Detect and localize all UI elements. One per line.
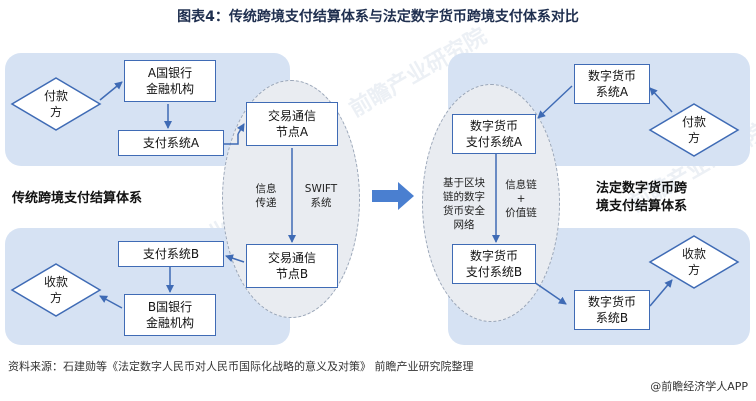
dc-payment-system-b-box: 数字货币 支付系统B <box>452 244 536 284</box>
dc-system-b-bottom-box: 数字货币 系统B <box>574 290 650 330</box>
dc-payment-system-a-box: 数字货币 支付系统A <box>452 114 536 154</box>
info-transfer-label: 信息 传递 <box>255 183 277 209</box>
left-payer-diamond <box>10 77 102 131</box>
transition-arrow <box>372 182 414 210</box>
source-note: 资料来源：石建勋等《法定数字人民币对人民币国际化战略的意义及对策》 前瞻产业研究… <box>8 360 474 373</box>
left-payer-label: 付款 方 <box>43 89 68 119</box>
brand-credit: @前瞻经济学人APP <box>650 380 748 393</box>
digital-currency-system-label: 法定数字货币跨 境支付结算体系 <box>596 181 688 214</box>
comm-node-a-box: 交易通信 节点A <box>246 102 338 146</box>
left-payee-label: 收款 方 <box>43 275 68 305</box>
figure-title: 图表4：传统跨境支付结算体系与法定数字货币跨境支付体系对比 <box>177 9 579 25</box>
left-payee-diamond <box>10 263 102 317</box>
bank-b-box: B国银行 金融机构 <box>124 294 216 336</box>
right-payee-label: 收款 方 <box>681 247 706 277</box>
right-payee-diamond <box>648 235 740 289</box>
bank-a-box: A国银行 金融机构 <box>124 60 216 102</box>
info-value-chain-label: 信息链 + 价值链 <box>505 179 537 219</box>
right-payer-diamond <box>648 103 740 157</box>
right-payer-label: 付款 方 <box>681 115 706 145</box>
swift-system-label: SWIFT 系统 <box>304 183 338 209</box>
payment-system-a-box: 支付系统A <box>118 130 224 156</box>
payment-system-b-box: 支付系统B <box>118 241 224 267</box>
traditional-system-label: 传统跨境支付结算体系 <box>12 191 143 206</box>
comm-node-b-box: 交易通信 节点B <box>246 244 338 288</box>
blockchain-network-label: 基于区块 链的数字 货币安全 网络 <box>443 177 485 231</box>
dc-system-a-top-box: 数字货币 系统A <box>574 64 650 104</box>
